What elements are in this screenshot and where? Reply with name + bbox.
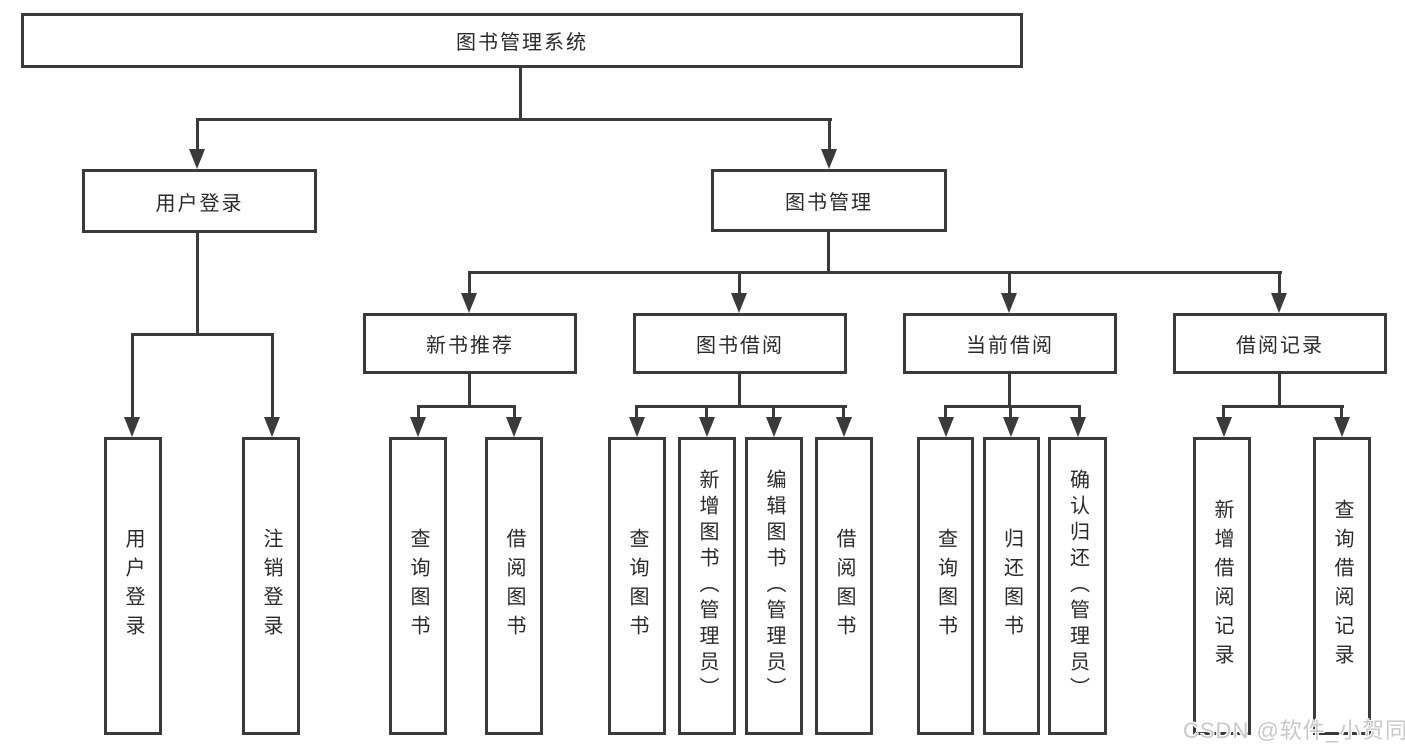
connector-line [842, 405, 845, 419]
connector-line [1278, 374, 1281, 407]
arrowhead-icon [629, 417, 645, 437]
connector-line [1222, 405, 1225, 419]
connector-line [944, 405, 947, 419]
arrowhead-icon [938, 417, 954, 437]
connector-line [196, 118, 199, 151]
connector-line [1008, 374, 1011, 407]
arrowhead-icon [1334, 417, 1350, 437]
node-leaf-borrow-book-recommend: 借阅图书 [485, 437, 543, 735]
node-leaf-edit-book-admin: 编辑图书（管理员） [745, 437, 803, 735]
arrowhead-icon [1216, 417, 1232, 437]
arrowhead-icon [264, 417, 280, 437]
connector-line [635, 405, 638, 419]
connector-line [513, 405, 516, 419]
arrowhead-icon [836, 417, 852, 437]
arrowhead-icon [766, 417, 782, 437]
node-leaf-logout: 注销登录 [242, 437, 300, 735]
node-leaf-query-borrow-record: 查询借阅记录 [1313, 437, 1371, 735]
connector-line [827, 232, 830, 273]
watermark: CSDN @软件_小贺同学 [1183, 718, 1405, 743]
connector-line [1222, 405, 1344, 408]
connector-line [131, 333, 274, 336]
connector-line [738, 271, 741, 295]
connector-line [635, 405, 847, 408]
connector-line [1278, 271, 1281, 295]
connector-line [1340, 405, 1343, 419]
connector-line [944, 405, 1081, 408]
arrowhead-icon [1070, 417, 1086, 437]
connector-line [705, 405, 708, 419]
connector-line [468, 374, 471, 407]
node-new-book-recommend: 新书推荐 [363, 313, 577, 374]
connector-line [468, 271, 471, 295]
arrowhead-icon [1271, 293, 1287, 313]
connector-line [196, 233, 199, 335]
connector-line [468, 271, 1282, 274]
node-root: 图书管理系统 [21, 13, 1023, 68]
arrowhead-icon [410, 417, 426, 437]
node-leaf-add-book-admin: 新增图书（管理员） [678, 437, 736, 735]
connector-line [196, 118, 832, 121]
connector-line [417, 405, 420, 419]
node-current-borrow: 当前借阅 [903, 313, 1117, 374]
node-leaf-add-borrow-record: 新增借阅记录 [1193, 437, 1251, 735]
connector-line [1008, 271, 1011, 295]
node-borrow-records: 借阅记录 [1173, 313, 1387, 374]
arrowhead-icon [124, 417, 140, 437]
connector-line [828, 118, 831, 151]
arrowhead-icon [731, 293, 747, 313]
node-book-borrow: 图书借阅 [633, 313, 847, 374]
node-leaf-return-book: 归还图书 [983, 437, 1040, 735]
arrowhead-icon [461, 293, 477, 313]
node-leaf-query-book-borrow: 查询图书 [608, 437, 666, 735]
node-leaf-query-book-recommend: 查询图书 [389, 437, 447, 735]
connector-line [271, 333, 274, 419]
node-leaf-confirm-return-admin: 确认归还（管理员） [1048, 437, 1107, 735]
arrowhead-icon [1003, 417, 1019, 437]
connector-line [417, 405, 516, 408]
arrowhead-icon [821, 149, 837, 169]
node-leaf-user-login: 用户登录 [104, 437, 162, 735]
arrowhead-icon [189, 149, 205, 169]
arrowhead-icon [1001, 293, 1017, 313]
connector-line [738, 374, 741, 407]
node-book-management: 图书管理 [711, 169, 947, 232]
connector-line [1009, 405, 1012, 419]
arrowhead-icon [506, 417, 522, 437]
node-leaf-borrow-book: 借阅图书 [815, 437, 873, 735]
connector-line [772, 405, 775, 419]
connector-line [519, 68, 522, 120]
connector-line [131, 333, 134, 419]
node-user-login: 用户登录 [82, 169, 317, 233]
node-leaf-query-book-current: 查询图书 [917, 437, 974, 735]
connector-line [1078, 405, 1081, 419]
arrowhead-icon [699, 417, 715, 437]
